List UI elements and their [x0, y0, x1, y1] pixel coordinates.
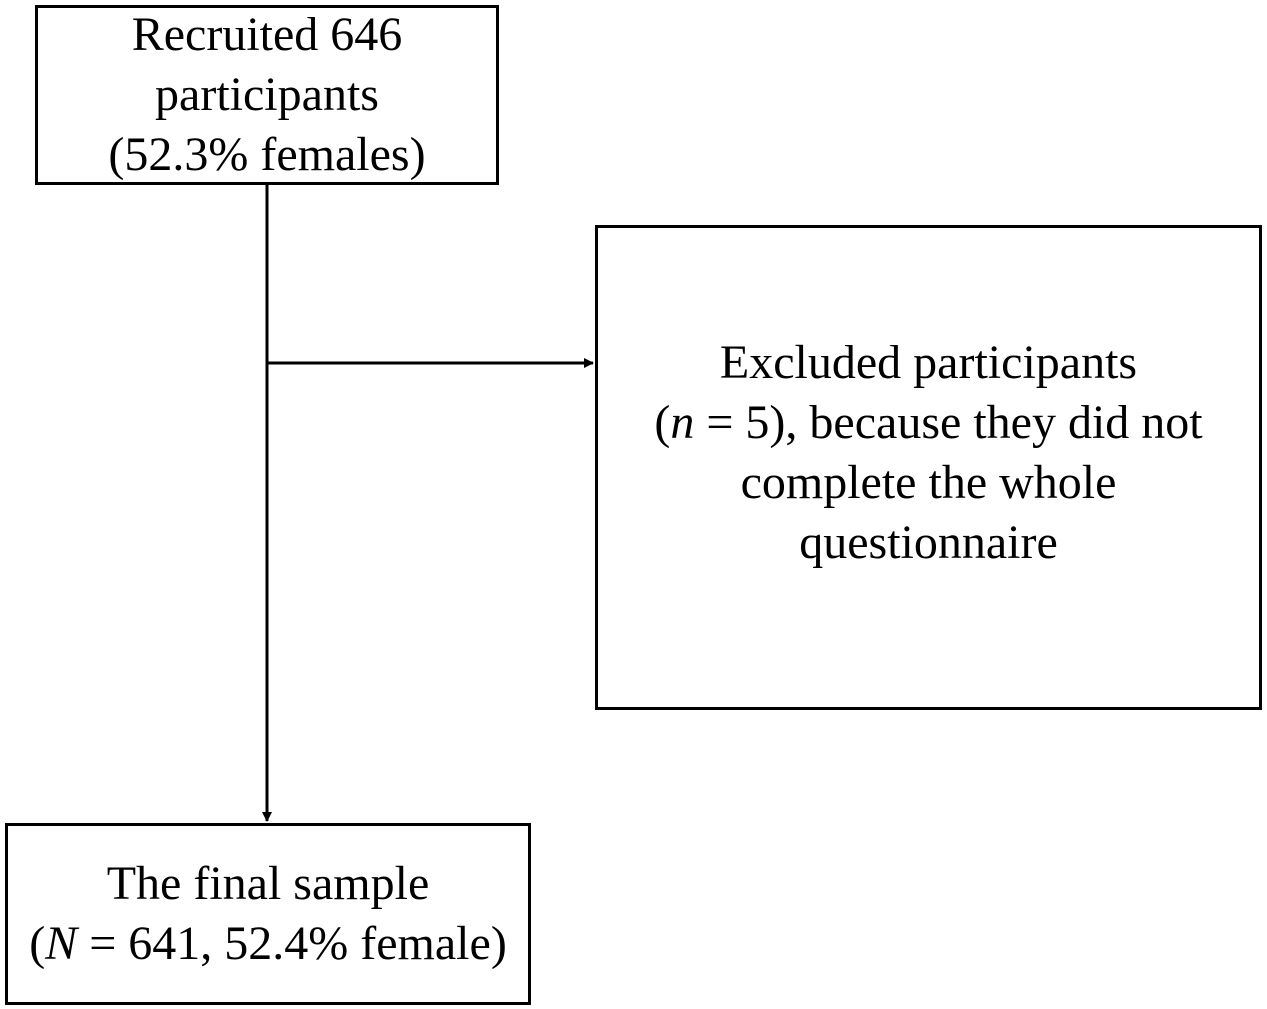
excluded-line-2-open: ( [654, 395, 671, 449]
final-line-1: The final sample [106, 857, 430, 910]
excluded-line-4: questionnaire [799, 515, 1058, 569]
recruited-participants-box: Recruited 646 participants (52.3% female… [35, 5, 499, 185]
recruited-line-3: (52.3% females) [108, 128, 426, 181]
final-count-variable: N [45, 917, 78, 970]
excluded-participants-box: Excluded participants (n = 5), because t… [595, 225, 1262, 710]
recruited-line-2: participants [155, 68, 379, 121]
final-sample-box: The final sample (N = 641, 52.4% female) [5, 823, 531, 1005]
final-line-2: (N = 641, 52.4% female) [29, 914, 507, 974]
excluded-line-1: Excluded participants [719, 335, 1138, 389]
excluded-line-2: (n = 5), because they did not [654, 393, 1202, 453]
excluded-line-2-rest: = 5), because they did not [694, 395, 1203, 449]
final-line-2-rest: = 641, 52.4% female) [77, 917, 507, 970]
excluded-count-variable: n [670, 395, 695, 449]
excluded-line-3: complete the whole [740, 455, 1117, 509]
final-line-2-open: ( [29, 917, 46, 970]
recruited-line-1: Recruited 646 [131, 8, 403, 61]
